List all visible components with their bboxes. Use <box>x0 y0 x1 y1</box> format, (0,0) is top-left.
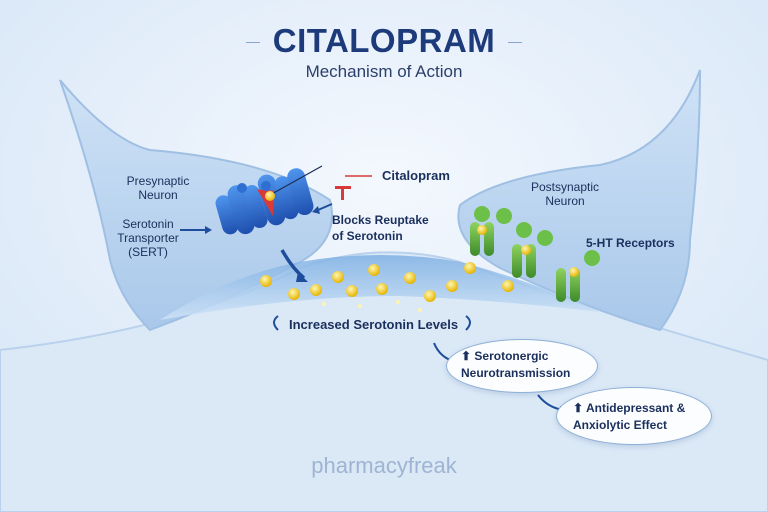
label-postsynaptic: Postsynaptic Neuron <box>530 180 600 208</box>
citalopram-blocker <box>335 186 351 200</box>
label-presynaptic: Presynaptic Neuron <box>126 174 190 202</box>
label-citalopram: Citalopram <box>382 168 450 183</box>
bubble-antidepressant-effect: ⬆ Antidepressant & Anxiolytic Effect <box>556 387 712 445</box>
label-sert: Serotonin Transporter (SERT) <box>117 217 179 259</box>
brand-watermark: pharmacyfreak <box>311 453 457 478</box>
sert-transporter <box>215 168 314 235</box>
label-5ht-receptors: 5-HT Receptors <box>586 236 675 250</box>
up-arrow-icon: ⬆ <box>461 349 472 363</box>
effect-2-text: ⬆ Antidepressant & Anxiolytic Effect <box>573 401 686 432</box>
label-blocks-reuptake: Blocks Reuptake of Serotonin <box>332 213 429 243</box>
label-increased-serotonin: Increased Serotonin Levels <box>289 317 459 332</box>
ht-receptors <box>470 206 600 302</box>
page-title: CITALOPRAM <box>272 22 496 59</box>
up-arrow-icon: ⬆ <box>573 401 584 415</box>
page-subtitle: Mechanism of Action <box>305 62 463 81</box>
serotonin-molecules <box>260 262 514 312</box>
bubble-serotonergic-neurotransmission: ⬆ Serotonergic Neurotransmission <box>446 339 598 393</box>
effect-1-text: ⬆ Serotonergic Neurotransmission <box>461 349 571 380</box>
